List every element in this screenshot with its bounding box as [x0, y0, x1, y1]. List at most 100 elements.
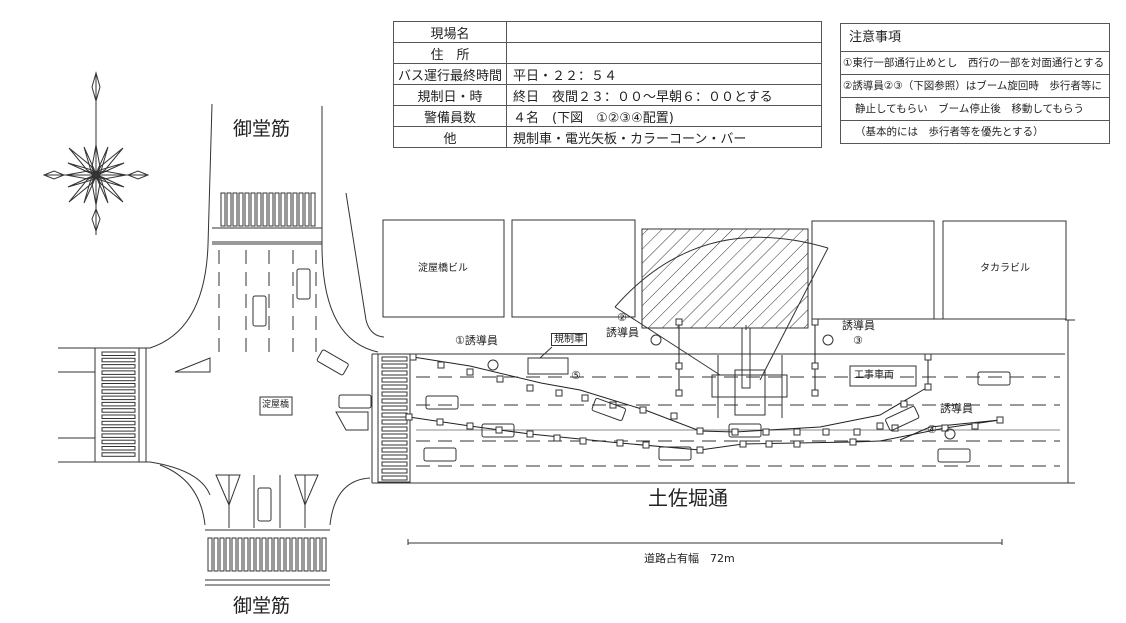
car — [658, 446, 692, 461]
regulation-vehicle-label: 規制車 — [551, 333, 587, 346]
compass-rose-icon — [42, 71, 150, 235]
guard-4-label: 誘導員 — [940, 402, 973, 415]
crosswalk-stripe — [101, 401, 136, 407]
street-label-south: 御堂筋 — [233, 595, 291, 617]
crosswalk-stripe — [101, 446, 136, 451]
crosswalk-stripe — [381, 447, 408, 453]
traffic-cone — [495, 426, 503, 434]
car — [591, 397, 627, 421]
row-value: ４名 (下図 ①②③④配置) — [506, 105, 822, 127]
crosswalk-stripe — [315, 537, 321, 572]
traffic-cone — [765, 440, 773, 448]
car — [481, 423, 515, 438]
car — [937, 448, 971, 463]
crosswalk-stripe — [381, 398, 408, 404]
crosswalk-stripe — [101, 395, 136, 401]
crosswalk-stripe — [101, 408, 136, 413]
crosswalk-stripe — [381, 405, 408, 411]
north-lane-lines — [218, 250, 317, 352]
traffic-cone — [971, 422, 979, 430]
traffic-cone — [675, 362, 683, 370]
bridge-label: 淀屋橋 — [262, 400, 290, 410]
traffic-cone — [437, 361, 445, 369]
traffic-cone — [822, 428, 830, 436]
row-label: バス運行最終時間 — [393, 63, 507, 85]
crane-swing-line — [614, 306, 721, 376]
traffic-cone — [555, 389, 563, 397]
guard-3-number: ③ — [853, 334, 863, 347]
crosswalk-stripe — [381, 356, 408, 362]
crosswalk-stripe — [268, 192, 274, 227]
traffic-cone — [941, 424, 949, 432]
south-road — [159, 464, 371, 586]
table-row: 他規制車・電光矢板・カラーコーン・バー — [393, 126, 822, 148]
crosswalk-stripe — [381, 461, 408, 467]
site-info-table: 現場名 住 所 バス運行最終時間平日・２２：５４ 規制日・時終日 夜間２３：００… — [393, 21, 822, 148]
crosswalk-stripe — [244, 192, 250, 227]
car — [885, 405, 920, 431]
guard-label: 誘導員 — [464, 334, 498, 347]
guard-2-number: ② — [617, 311, 627, 324]
row-value — [506, 42, 822, 64]
crosswalk-stripe — [249, 537, 255, 572]
traffic-cone — [675, 389, 683, 397]
street-label-main: 土佐堀通 — [648, 486, 728, 510]
crosswalk-stripe — [220, 192, 226, 227]
traffic-cone — [811, 389, 819, 397]
crosswalk-stripe — [292, 192, 298, 227]
south-crosswalk — [207, 537, 327, 572]
crosswalk-stripe — [291, 537, 297, 572]
guard-2-label: 誘導員 — [606, 326, 639, 339]
crosswalk-stripe — [255, 537, 261, 572]
traffic-cone — [853, 428, 861, 436]
crosswalk-stripe — [262, 192, 268, 227]
crosswalk-stripe — [267, 537, 273, 572]
north-crosswalk — [220, 192, 316, 227]
guard-4-number: ④ — [927, 423, 937, 436]
crosswalk-stripe — [256, 192, 262, 227]
traffic-island — [174, 357, 211, 373]
crosswalk-stripe — [381, 454, 408, 460]
guard-icon — [487, 359, 499, 371]
west-crosswalk — [101, 351, 136, 457]
crosswalk-stripe — [303, 537, 309, 572]
crosswalk-stripe — [381, 475, 408, 481]
crosswalk-stripe — [279, 537, 285, 572]
car — [316, 349, 349, 376]
traffic-cone — [996, 416, 1004, 424]
crosswalk-stripe — [381, 433, 408, 439]
crosswalk-stripe — [226, 192, 232, 227]
table-row: 現場名 — [393, 21, 822, 43]
building-2 — [511, 219, 636, 318]
traffic-cone — [553, 434, 561, 442]
traffic-cone — [924, 383, 932, 391]
traffic-cone — [924, 353, 932, 361]
note-line: （基本的には 歩行者等を優先とする） — [855, 126, 1044, 138]
row-value: 平日・２２：５４ — [506, 63, 822, 85]
traffic-cone — [436, 418, 444, 426]
car — [296, 268, 311, 300]
corner-curb — [345, 192, 385, 338]
crosswalk-stripe — [232, 192, 238, 227]
crosswalk-stripe — [286, 192, 292, 227]
crosswalk-stripe — [309, 537, 315, 572]
crosswalk-stripe — [219, 537, 225, 572]
traffic-cone — [696, 446, 704, 454]
north-road — [58, 103, 379, 353]
crosswalk-stripe — [101, 351, 136, 356]
guard-1-label: ①誘導員 — [455, 334, 498, 347]
row-label: 住 所 — [393, 42, 507, 64]
guard-figures — [487, 334, 956, 440]
regulation-vehicle-marker: ⑤ — [571, 369, 581, 382]
traffic-cone — [762, 428, 770, 436]
traffic-cone — [581, 394, 589, 402]
car — [425, 395, 459, 410]
guard-icon — [944, 428, 956, 440]
traffic-cone — [526, 430, 534, 438]
note-line: ②誘導員②③（下図参照）はブーム旋回時 歩行者等に — [841, 75, 1109, 98]
crosswalk-stripe — [207, 537, 213, 572]
traffic-cone — [616, 439, 624, 447]
crosswalk-stripe — [381, 363, 408, 369]
